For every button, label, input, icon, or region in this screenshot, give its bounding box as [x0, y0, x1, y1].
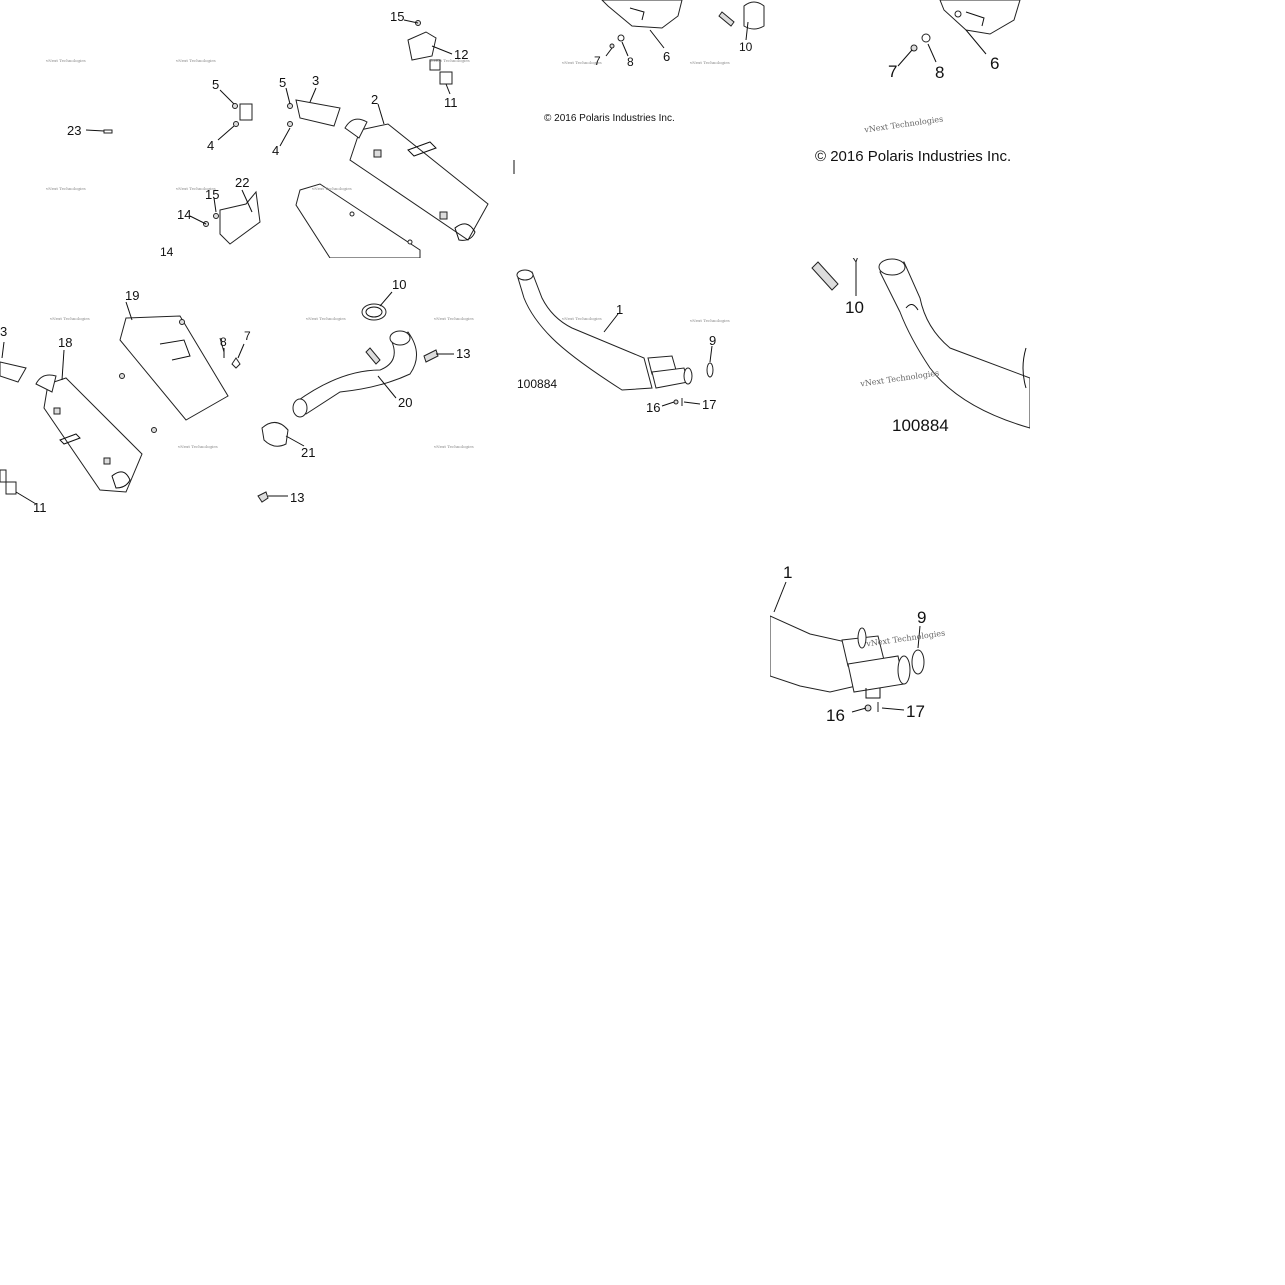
tile-bottom-right-drawing [770, 581, 925, 713]
callout-4: 4 [207, 138, 215, 153]
callout-21: 21 [301, 445, 316, 460]
head-pipe-1-detail-drawing [878, 258, 1030, 429]
callout-18: 18 [58, 335, 73, 350]
callout-17: 17 [702, 397, 717, 412]
watermark: vNext Technologies [434, 316, 474, 321]
diagram-tile-top-right: 7 8 6 vNext Technologies © 2016 Polaris … [770, 0, 1030, 258]
callout-8: 8 [627, 55, 634, 69]
muffler-18-drawing [35, 374, 143, 493]
diagram-tile-middle: vNext Technologies vNext Technologies 1 … [512, 258, 770, 516]
watermark: vNext Technologies [46, 58, 86, 63]
gasket-drawing [743, 1, 765, 30]
callout-13: 13 [456, 346, 471, 361]
isolator-11-drawing [439, 71, 453, 85]
gasket-9-detail-drawing [911, 649, 925, 675]
tile-top-left-drawing [85, 19, 489, 258]
watermark: vNext Technologies [434, 444, 474, 449]
head-pipe-20-drawing [292, 330, 417, 418]
copyright-notice: © 2016 Polaris Industries Inc. [815, 148, 1012, 165]
spring-drawing [365, 347, 381, 365]
callout-2: 2 [371, 92, 379, 107]
callout-10: 10 [392, 277, 407, 292]
watermark: vNext Technologies [176, 58, 216, 63]
callout-3: 3 [312, 73, 320, 88]
gasket-10-drawing [361, 303, 387, 321]
bracket-12-drawing [407, 31, 437, 61]
callout-10: 10 [845, 298, 864, 317]
heat-shield-19-drawing [119, 315, 229, 421]
watermark: vNext Technologies [562, 316, 602, 321]
watermark: vNext Technologies [306, 316, 346, 321]
callout-6: 6 [663, 49, 671, 64]
callout-22: 22 [235, 175, 250, 190]
tile-middle-left-drawing [0, 291, 454, 505]
tile-middle-right-drawing [811, 258, 1030, 429]
callout-7: 7 [594, 54, 601, 68]
figure-id: 100884 [892, 416, 949, 435]
callout-8: 8 [220, 335, 227, 349]
watermark: vNext Technologies [312, 186, 352, 191]
grommet-drawing [239, 103, 253, 121]
callout-10: 10 [739, 40, 753, 54]
spring-13-drawing [423, 349, 439, 363]
head-pipe-1-drawing [516, 269, 693, 391]
tile-middle-drawing [516, 269, 714, 407]
gasket-9-drawing [706, 362, 714, 378]
watermark: vNext Technologies [46, 186, 86, 191]
tailpipe-tip-drawing [0, 361, 27, 383]
pipe-outlet-detail-drawing [770, 615, 911, 699]
callout-11: 11 [33, 500, 47, 515]
callout-12: 12 [454, 47, 469, 62]
callout-5: 5 [279, 75, 287, 90]
heat-shield-6-drawing [601, 0, 683, 29]
watermark: vNext Technologies [178, 444, 218, 449]
callout-14: 14 [177, 207, 192, 222]
callout-16: 16 [826, 706, 845, 725]
watermark: vNext Technologies [430, 58, 470, 63]
callout-14: 14 [160, 245, 174, 258]
callout-4: 4 [272, 143, 280, 158]
watermark: vNext Technologies [176, 186, 216, 191]
callout-9: 9 [709, 333, 717, 348]
callout-3: 3 [0, 324, 8, 339]
callout-5: 5 [212, 77, 220, 92]
muffler-2-drawing [344, 118, 489, 241]
callout-13: 13 [290, 490, 305, 505]
watermark: vNext Technologies [690, 60, 730, 65]
bracket-22-drawing [219, 190, 261, 245]
diagram-tile-bottom-right: 1 vNext Technologies 9 16 17 [770, 516, 1030, 774]
callout-8: 8 [935, 63, 945, 82]
callout-20: 20 [398, 395, 413, 410]
callout-17: 17 [906, 702, 925, 721]
spring-13-drawing [257, 491, 269, 503]
callout-7: 7 [244, 329, 251, 343]
callout-7: 7 [888, 62, 898, 81]
diagram-tile-top-left: vNext Technologies vNext Technologies vN… [0, 0, 512, 258]
tile-top-right-drawing [897, 0, 1021, 67]
heat-shield-drawing [295, 183, 421, 258]
diagram-tile-top-middle: vNext Technologies vNext Technologies 7 … [512, 0, 770, 258]
tile-top-middle-drawing [513, 0, 765, 174]
spring-drawing [718, 11, 735, 27]
callout-15: 15 [205, 187, 220, 202]
watermark: vNext Technologies [562, 60, 602, 65]
diagram-tile-middle-right: 10 vNext Technologies 100884 [770, 258, 1030, 516]
copyright-notice: © 2016 Polaris Industries Inc. [544, 113, 675, 124]
callout-1: 1 [616, 302, 624, 317]
callout-23: 23 [67, 123, 82, 138]
watermark: vNext Technologies [50, 316, 90, 321]
callout-16: 16 [646, 400, 661, 415]
callout-1: 1 [783, 563, 793, 582]
callout-11: 11 [444, 95, 458, 110]
callout-6: 6 [990, 54, 1000, 73]
spring-drawing [811, 261, 839, 291]
tailpipe-tip-drawing [295, 99, 341, 127]
watermark: vNext Technologies [690, 318, 730, 323]
figure-id: 100884 [517, 377, 558, 391]
callout-15: 15 [390, 9, 405, 24]
callout-9: 9 [917, 608, 927, 627]
callout-19: 19 [125, 288, 140, 303]
clamp-21-drawing [261, 422, 289, 447]
diagram-tile-middle-left: vNext Technologies vNext Technologies vN… [0, 258, 512, 516]
